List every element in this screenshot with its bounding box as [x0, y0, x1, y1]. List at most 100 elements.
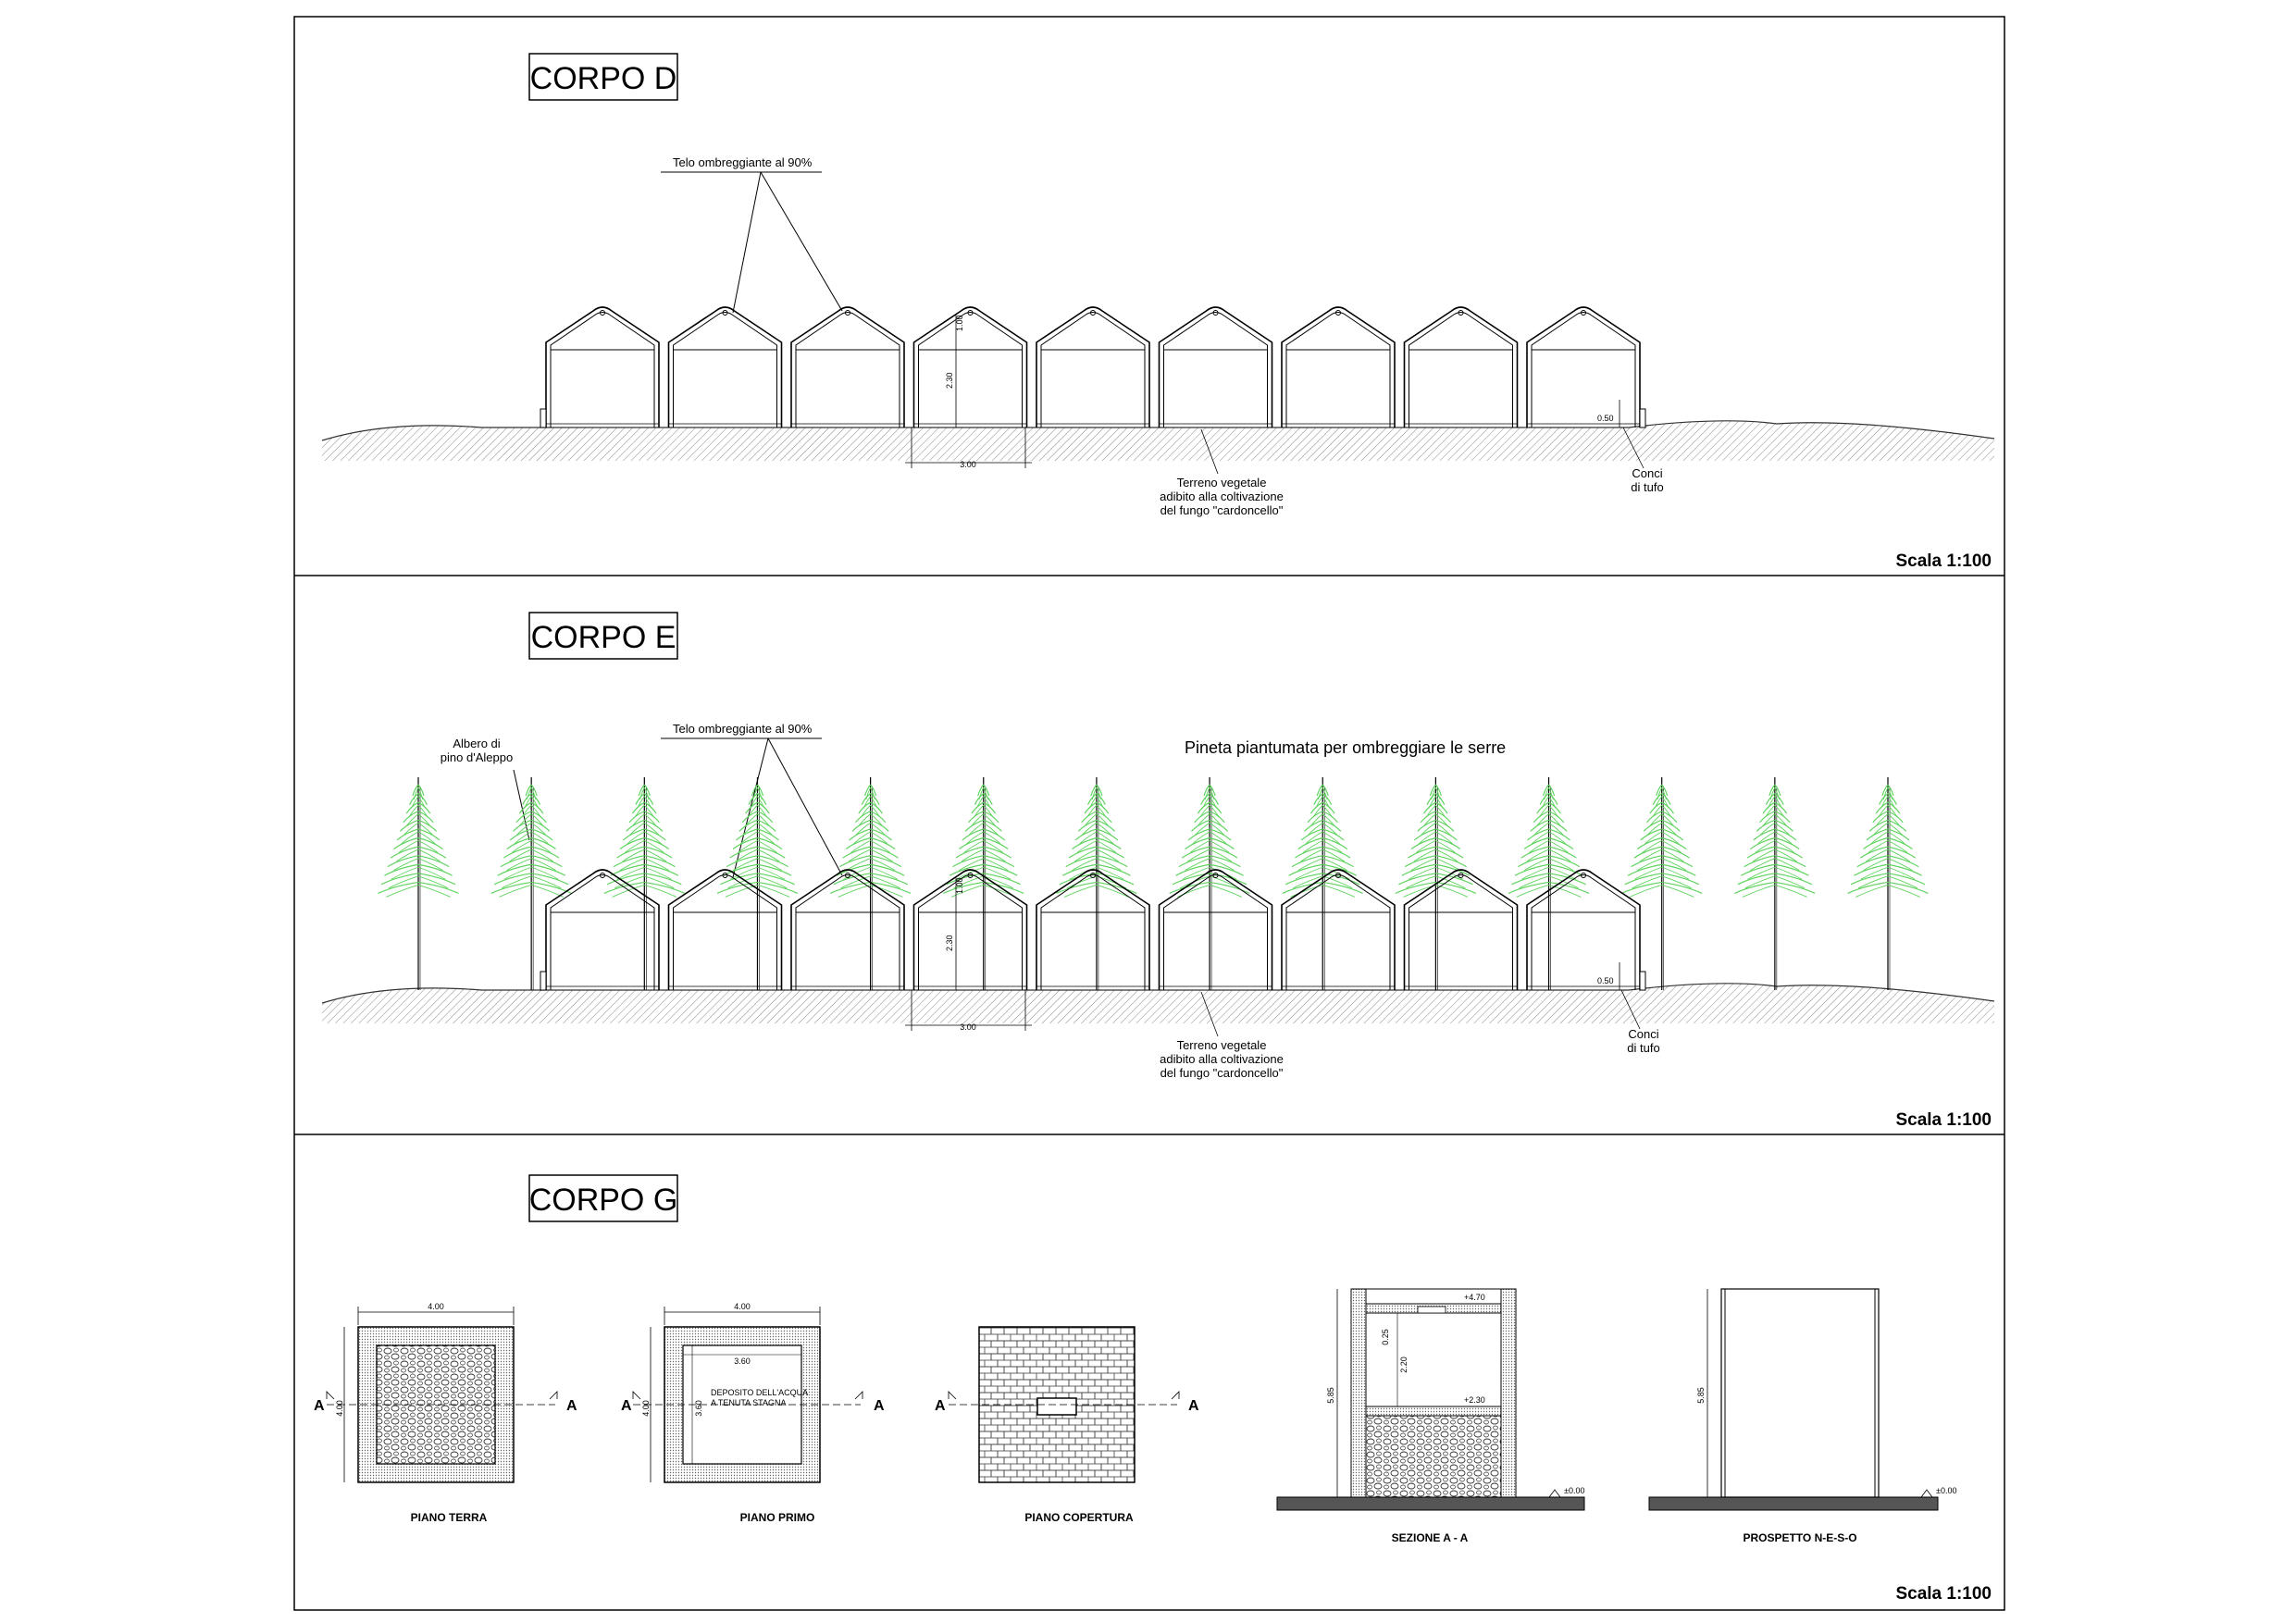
sheet-frame [293, 16, 2005, 1611]
greenhouse [1281, 869, 1396, 990]
view-label: PIANO COPERTURA [1024, 1511, 1134, 1524]
pine-note: Pineta piantumata per ombreggiare le ser… [1185, 738, 1506, 757]
greenhouse [1403, 869, 1519, 990]
tufo-block [540, 971, 547, 991]
section-a-a: 5.85 0.25 2.20 +4.70 +2.30 ±0.00 SEZIONE… [1276, 1288, 1585, 1544]
tufo-block [1639, 408, 1646, 428]
greenhouse [667, 869, 783, 990]
svg-text:A: A [566, 1398, 577, 1414]
ground-note-line: Terreno vegetale [1177, 1038, 1267, 1052]
panel-title: CORPO E [531, 620, 676, 655]
greenhouse [790, 869, 905, 990]
dimension-height: 2.30 1.00 [945, 877, 964, 990]
svg-text:4.00: 4.00 [734, 1302, 751, 1311]
roof-note: Telo ombreggiante al 90% [673, 722, 813, 736]
svg-text:5.85: 5.85 [1696, 1387, 1706, 1404]
svg-text:0.25: 0.25 [1381, 1329, 1390, 1345]
svg-text:1.00: 1.00 [955, 877, 964, 894]
stone-note-line: di tufo [1627, 1041, 1659, 1055]
greenhouse [1281, 306, 1396, 427]
greenhouse-row [540, 306, 1646, 428]
svg-text:2.30: 2.30 [945, 935, 954, 951]
svg-text:2.20: 2.20 [1399, 1357, 1409, 1373]
pine-tree [829, 777, 912, 990]
svg-text:A TENUTA STAGNA: A TENUTA STAGNA [711, 1398, 787, 1407]
greenhouse [545, 306, 660, 427]
view-label: SEZIONE A - A [1392, 1531, 1469, 1544]
ground [321, 420, 1995, 461]
greenhouse [1526, 869, 1641, 990]
dimension-base: 0.50 [1597, 400, 1620, 427]
pine-tree [1847, 777, 1929, 990]
dimension-base: 0.50 [1597, 962, 1620, 990]
svg-text:+4.70: +4.70 [1464, 1293, 1485, 1302]
tree-note-line: pino d'Aleppo [441, 750, 513, 764]
greenhouse [1526, 306, 1641, 427]
svg-text:0.50: 0.50 [1597, 414, 1614, 423]
title-box [528, 612, 678, 660]
svg-text:3.00: 3.00 [960, 460, 976, 469]
roof-note: Telo ombreggiante al 90% [673, 155, 813, 169]
svg-text:A: A [935, 1398, 946, 1414]
svg-text:A: A [1188, 1398, 1199, 1414]
ground-note-line: del fungo "cardoncello" [1160, 503, 1284, 517]
greenhouse [545, 869, 660, 990]
svg-text:3.60: 3.60 [734, 1357, 751, 1366]
panel-corpo-d: CORPO D Telo ombreggiante al 90% 3.00 2.… [321, 53, 1995, 571]
panel-title: CORPO D [530, 61, 677, 96]
svg-text:1.00: 1.00 [955, 315, 964, 331]
pine-tree [1734, 777, 1816, 990]
svg-text:±0.00: ±0.00 [1936, 1486, 1956, 1495]
svg-text:3.60: 3.60 [694, 1400, 703, 1417]
ground-note-line: Terreno vegetale [1177, 476, 1267, 489]
view-label: PROSPETTO N-E-S-O [1743, 1531, 1856, 1544]
svg-text:A: A [314, 1398, 325, 1414]
svg-text:0.50: 0.50 [1597, 976, 1614, 985]
tufo-block [1639, 971, 1646, 991]
dimension-width: 3.00 [905, 990, 1032, 1032]
ground-note-line: adibito alla coltivazione [1160, 1052, 1284, 1066]
pine-tree [603, 777, 685, 990]
panel-corpo-g: CORPO G 4.00 4.00 A A PIANO TERRA 4.00 [314, 1174, 1992, 1604]
svg-text:5.85: 5.85 [1326, 1387, 1335, 1404]
pine-tree [378, 777, 459, 990]
tree-note-line: Albero di [453, 737, 500, 750]
svg-text:A: A [621, 1398, 632, 1414]
greenhouse-row [540, 869, 1646, 991]
view-label: PIANO PRIMO [740, 1511, 815, 1524]
pine-tree [1056, 777, 1137, 990]
scale-label: Scala 1:100 [1895, 551, 1992, 571]
dimension-height: 2.30 1.00 [945, 315, 964, 427]
scale-label: Scala 1:100 [1895, 1584, 1992, 1604]
greenhouse [912, 306, 1028, 427]
svg-text:4.00: 4.00 [428, 1302, 444, 1311]
svg-text:DEPOSITO DELL'ACQUA: DEPOSITO DELL'ACQUA [711, 1388, 808, 1397]
dimension-width: 3.00 [905, 427, 1032, 469]
plan-piano-primo: 4.00 4.00 3.60 3.60 DEPOSITO DELL'ACQUA … [621, 1302, 885, 1524]
svg-text:A: A [874, 1398, 885, 1414]
title-box [528, 1174, 678, 1222]
ground-note-line: adibito alla coltivazione [1160, 489, 1284, 503]
greenhouse [1158, 869, 1273, 990]
title-box [528, 53, 678, 101]
pine-tree [716, 777, 799, 990]
greenhouse [790, 306, 905, 427]
tufo-block [540, 408, 547, 428]
greenhouse [1403, 306, 1519, 427]
view-label: PIANO TERRA [411, 1511, 488, 1524]
panel-corpo-e: CORPO E Telo ombreggiante al 90% Albero … [321, 612, 1995, 1130]
svg-text:4.00: 4.00 [641, 1400, 651, 1417]
stone-note-line: di tufo [1631, 480, 1663, 494]
ground [321, 983, 1995, 1023]
svg-text:3.00: 3.00 [960, 1022, 976, 1032]
stone-note-line: Conci [1628, 1027, 1658, 1041]
pine-tree [1508, 777, 1590, 990]
pine-tree [1395, 777, 1477, 990]
ground-note-line: del fungo "cardoncello" [1160, 1066, 1284, 1080]
pine-tree [1169, 777, 1250, 990]
greenhouse [1158, 306, 1273, 427]
pine-tree [1621, 777, 1703, 990]
svg-text:2.30: 2.30 [945, 372, 954, 389]
svg-text:+2.30: +2.30 [1464, 1395, 1485, 1405]
svg-text:±0.00: ±0.00 [1564, 1486, 1584, 1495]
